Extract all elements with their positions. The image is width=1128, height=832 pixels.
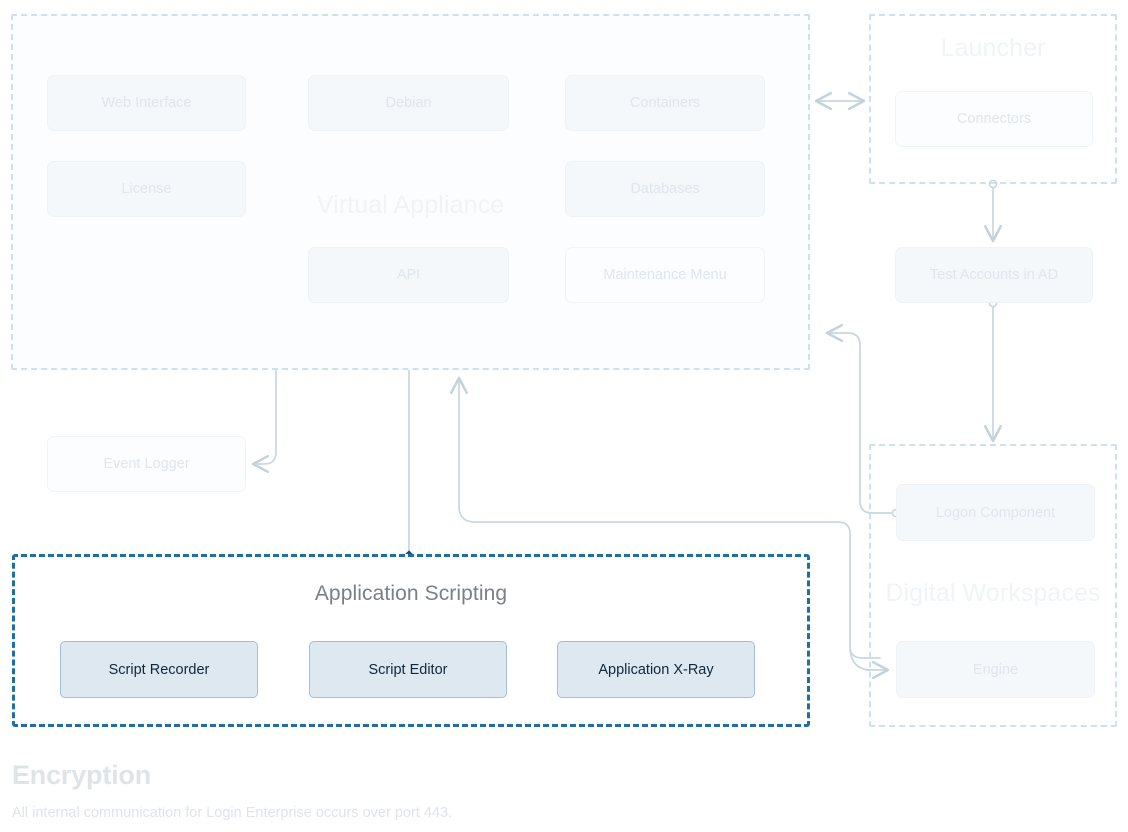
footer-description: All internal communication for Login Ent… bbox=[12, 805, 453, 821]
node-label-maintenance-menu: Maintenance Menu bbox=[603, 267, 727, 283]
node-debian[interactable]: Debian bbox=[308, 75, 509, 131]
node-license[interactable]: License bbox=[47, 161, 246, 217]
node-label-web-interface: Web Interface bbox=[101, 95, 192, 111]
group-title-digital-workspaces: Digital Workspaces bbox=[885, 579, 1101, 607]
node-label-api: API bbox=[396, 267, 421, 283]
node-logon-component[interactable]: Logon Component bbox=[896, 484, 1095, 541]
node-label-logon-component: Logon Component bbox=[935, 504, 1056, 521]
node-engine[interactable]: Engine bbox=[896, 641, 1095, 698]
node-label-containers: Containers bbox=[629, 95, 701, 111]
node-label-databases: Databases bbox=[630, 181, 700, 197]
node-label-test-accounts-in-ad: Test Accounts in AD bbox=[929, 267, 1059, 283]
node-containers[interactable]: Containers bbox=[565, 75, 765, 131]
node-maintenance-menu[interactable]: Maintenance Menu bbox=[565, 247, 765, 303]
node-label-event-logger: Event Logger bbox=[103, 456, 190, 472]
group-title-launcher: Launcher bbox=[940, 34, 1046, 62]
node-event-logger[interactable]: Event Logger bbox=[47, 436, 246, 492]
group-application-scripting: Application Scripting bbox=[12, 554, 810, 727]
wire-right-to-virtual-appliance bbox=[449, 376, 839, 523]
node-test-accounts-in-ad[interactable]: Test Accounts in AD bbox=[895, 247, 1093, 303]
node-script-editor[interactable]: Script Editor bbox=[309, 641, 507, 698]
footer-title: Encryption bbox=[12, 760, 152, 790]
node-web-interface[interactable]: Web Interface bbox=[47, 75, 246, 131]
node-label-debian: Debian bbox=[385, 95, 432, 111]
node-script-recorder[interactable]: Script Recorder bbox=[60, 641, 258, 698]
node-label-license: License bbox=[121, 181, 172, 197]
group-title-application-scripting: Application Scripting bbox=[314, 582, 508, 605]
node-label-script-editor: Script Editor bbox=[368, 661, 448, 678]
node-connectors[interactable]: Connectors bbox=[895, 91, 1093, 147]
node-databases[interactable]: Databases bbox=[565, 161, 765, 217]
node-label-application-x-ray: Application X-Ray bbox=[598, 661, 714, 678]
node-api[interactable]: API bbox=[308, 247, 509, 303]
node-application-x-ray[interactable]: Application X-Ray bbox=[557, 641, 755, 698]
node-label-engine: Engine bbox=[972, 661, 1019, 678]
node-label-script-recorder: Script Recorder bbox=[108, 661, 210, 678]
node-label-connectors: Connectors bbox=[956, 111, 1032, 127]
